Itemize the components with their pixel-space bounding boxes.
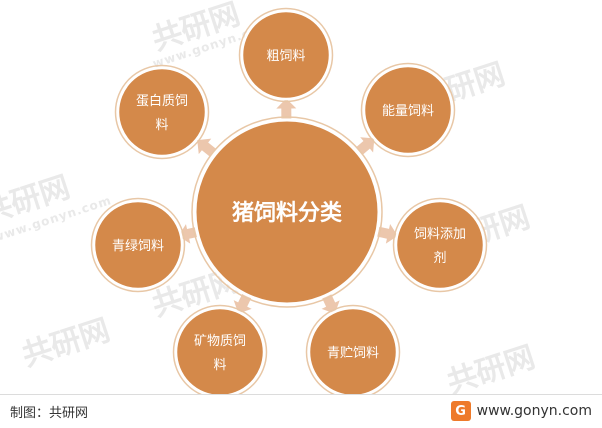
website-credit: G www.gonyn.com — [450, 401, 592, 421]
footer-divider — [0, 394, 602, 395]
node-ring — [238, 7, 334, 103]
node-label-mineral: 料 — [213, 358, 226, 373]
source-label: 制图：共研网 — [10, 406, 89, 421]
gonyn-logo-icon: G — [450, 401, 471, 421]
node-circle — [240, 9, 332, 101]
node-label-protein: 料 — [155, 118, 168, 133]
node-label-energy: 能量饲料 — [382, 104, 434, 119]
center-label: 猪饲料分类 — [232, 200, 343, 226]
node-ring — [360, 62, 456, 158]
node-label-protein: 蛋白质饲 — [136, 93, 188, 109]
node-circle — [307, 306, 399, 394]
category-node-silage: 青贮饲料 — [305, 304, 401, 394]
node-ring — [172, 304, 268, 394]
node-label-additive: 剂 — [433, 251, 446, 266]
node-label-coarse: 粗饲料 — [266, 49, 305, 64]
node-circle — [92, 199, 184, 291]
node-label-silage: 青贮饲料 — [327, 346, 379, 361]
arrow-to-coarse — [276, 98, 297, 119]
category-node-energy: 能量饲料 — [360, 62, 456, 158]
node-circle — [116, 66, 208, 158]
node-ring — [305, 304, 401, 394]
website-url[interactable]: www.gonyn.com — [476, 403, 592, 419]
node-ring — [392, 197, 488, 293]
node-ring — [90, 197, 186, 293]
center-node: 猪饲料分类 — [191, 116, 383, 308]
node-circle — [362, 64, 454, 156]
node-circle — [174, 306, 266, 394]
category-node-coarse: 粗饲料 — [238, 7, 334, 103]
node-circle — [394, 199, 486, 291]
category-node-green: 青绿饲料 — [90, 197, 186, 293]
node-ring — [114, 64, 210, 160]
node-label-mineral: 矿物质饲 — [194, 334, 246, 349]
arrow-to-protein — [197, 138, 216, 157]
node-label-green: 青绿饲料 — [112, 239, 164, 254]
arrow-to-additive — [377, 224, 398, 244]
node-label-additive: 饲料添加 — [414, 227, 466, 242]
